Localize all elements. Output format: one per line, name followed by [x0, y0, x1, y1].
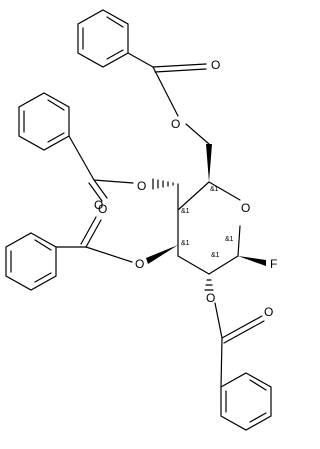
hashed-bond: [204, 279, 214, 291]
atom-label-ring-o: O: [241, 201, 250, 215]
atom-label-carbonyl-o-c3: O: [98, 202, 107, 216]
benzoyl-group-c4: [18, 92, 134, 202]
carbonyl-bond: [85, 219, 102, 248]
carbonyl-bond: [152, 63, 207, 68]
benzoyl-group-c3: [5, 216, 133, 291]
pyranose-ring: [177, 181, 241, 275]
wedge-bond: [146, 245, 178, 264]
benzoyl-group-c2: [214, 302, 272, 431]
ring-substituent-bonds: [146, 123, 266, 291]
stereo-label-c5: &1: [210, 186, 219, 193]
benzene-ring: [5, 232, 57, 291]
atom-label-carbonyl-o-c2: O: [264, 305, 273, 319]
hashed-bond: [152, 178, 174, 190]
atom-label-carbonyl-o-c6: O: [211, 58, 220, 72]
atom-label-o-c3: O: [135, 257, 144, 271]
atom-label-o-c6: O: [171, 117, 180, 131]
atom-labels: O O O O O O O F O O: [94, 58, 277, 319]
atom-label-fluorine: F: [270, 257, 277, 271]
stereo-label-c2: &1: [211, 252, 220, 259]
wedge-bond: [238, 256, 266, 266]
benzoyl-group-c6: [77, 9, 207, 117]
atom-label-carbonyl-o-c4: O: [94, 198, 103, 212]
chemical-structure: O O O O O O O F O O &1 &1 &1 &1 &1: [5, 9, 277, 431]
atom-label-o-c4: O: [137, 179, 146, 193]
stereo-label-c4: &1: [181, 208, 190, 215]
stereo-label-c3: &1: [181, 240, 190, 247]
stereo-label-c1: &1: [225, 236, 234, 243]
wedge-bond: [206, 144, 212, 182]
benzene-ring: [220, 372, 272, 431]
carbonyl-bond: [93, 179, 108, 199]
benzene-ring: [77, 9, 129, 68]
atom-label-o-c2: O: [206, 291, 215, 305]
benzene-ring: [18, 92, 70, 151]
carbonyl-bond: [221, 315, 263, 339]
stereo-labels: &1 &1 &1 &1 &1: [181, 186, 234, 259]
